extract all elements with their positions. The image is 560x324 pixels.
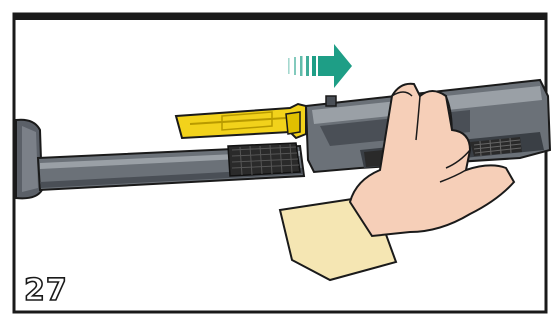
knurled-section [228, 143, 300, 176]
panel-border-top [14, 14, 546, 20]
step-number: 27 [24, 276, 68, 306]
